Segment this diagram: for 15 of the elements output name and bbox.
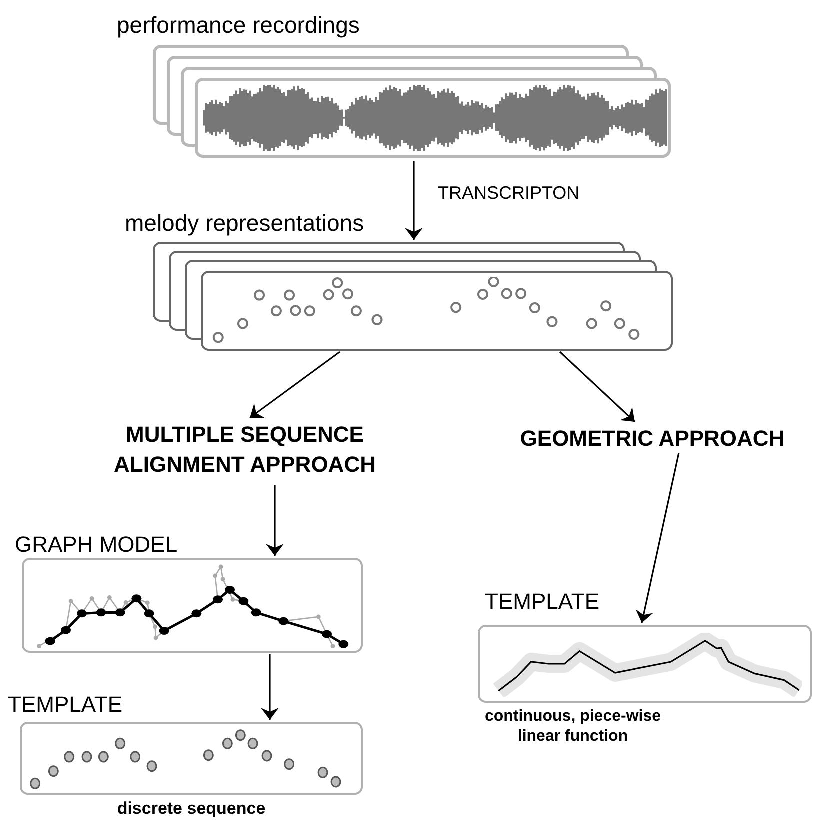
arrow [636,452,680,624]
arrow [261,654,279,720]
arrow [559,351,636,423]
panel-heading: TEMPLATE [8,691,123,719]
panel-heading: TEMPLATE [485,588,600,616]
stack-heading: performance recordings [117,11,360,40]
stack-heading: melody representations [125,209,364,238]
approach-title: MULTIPLE SEQUENCE ALIGNMENT APPROACH [113,421,377,479]
arrow [266,485,284,556]
approach-title: GEOMETRIC APPROACH [519,425,786,452]
panel-caption: discrete sequence [116,798,267,820]
panel-heading: GRAPH MODEL [15,531,178,559]
arrow [250,351,340,419]
panel-caption: continuous, piece-wise linear function [484,707,662,747]
arrow [405,161,423,240]
